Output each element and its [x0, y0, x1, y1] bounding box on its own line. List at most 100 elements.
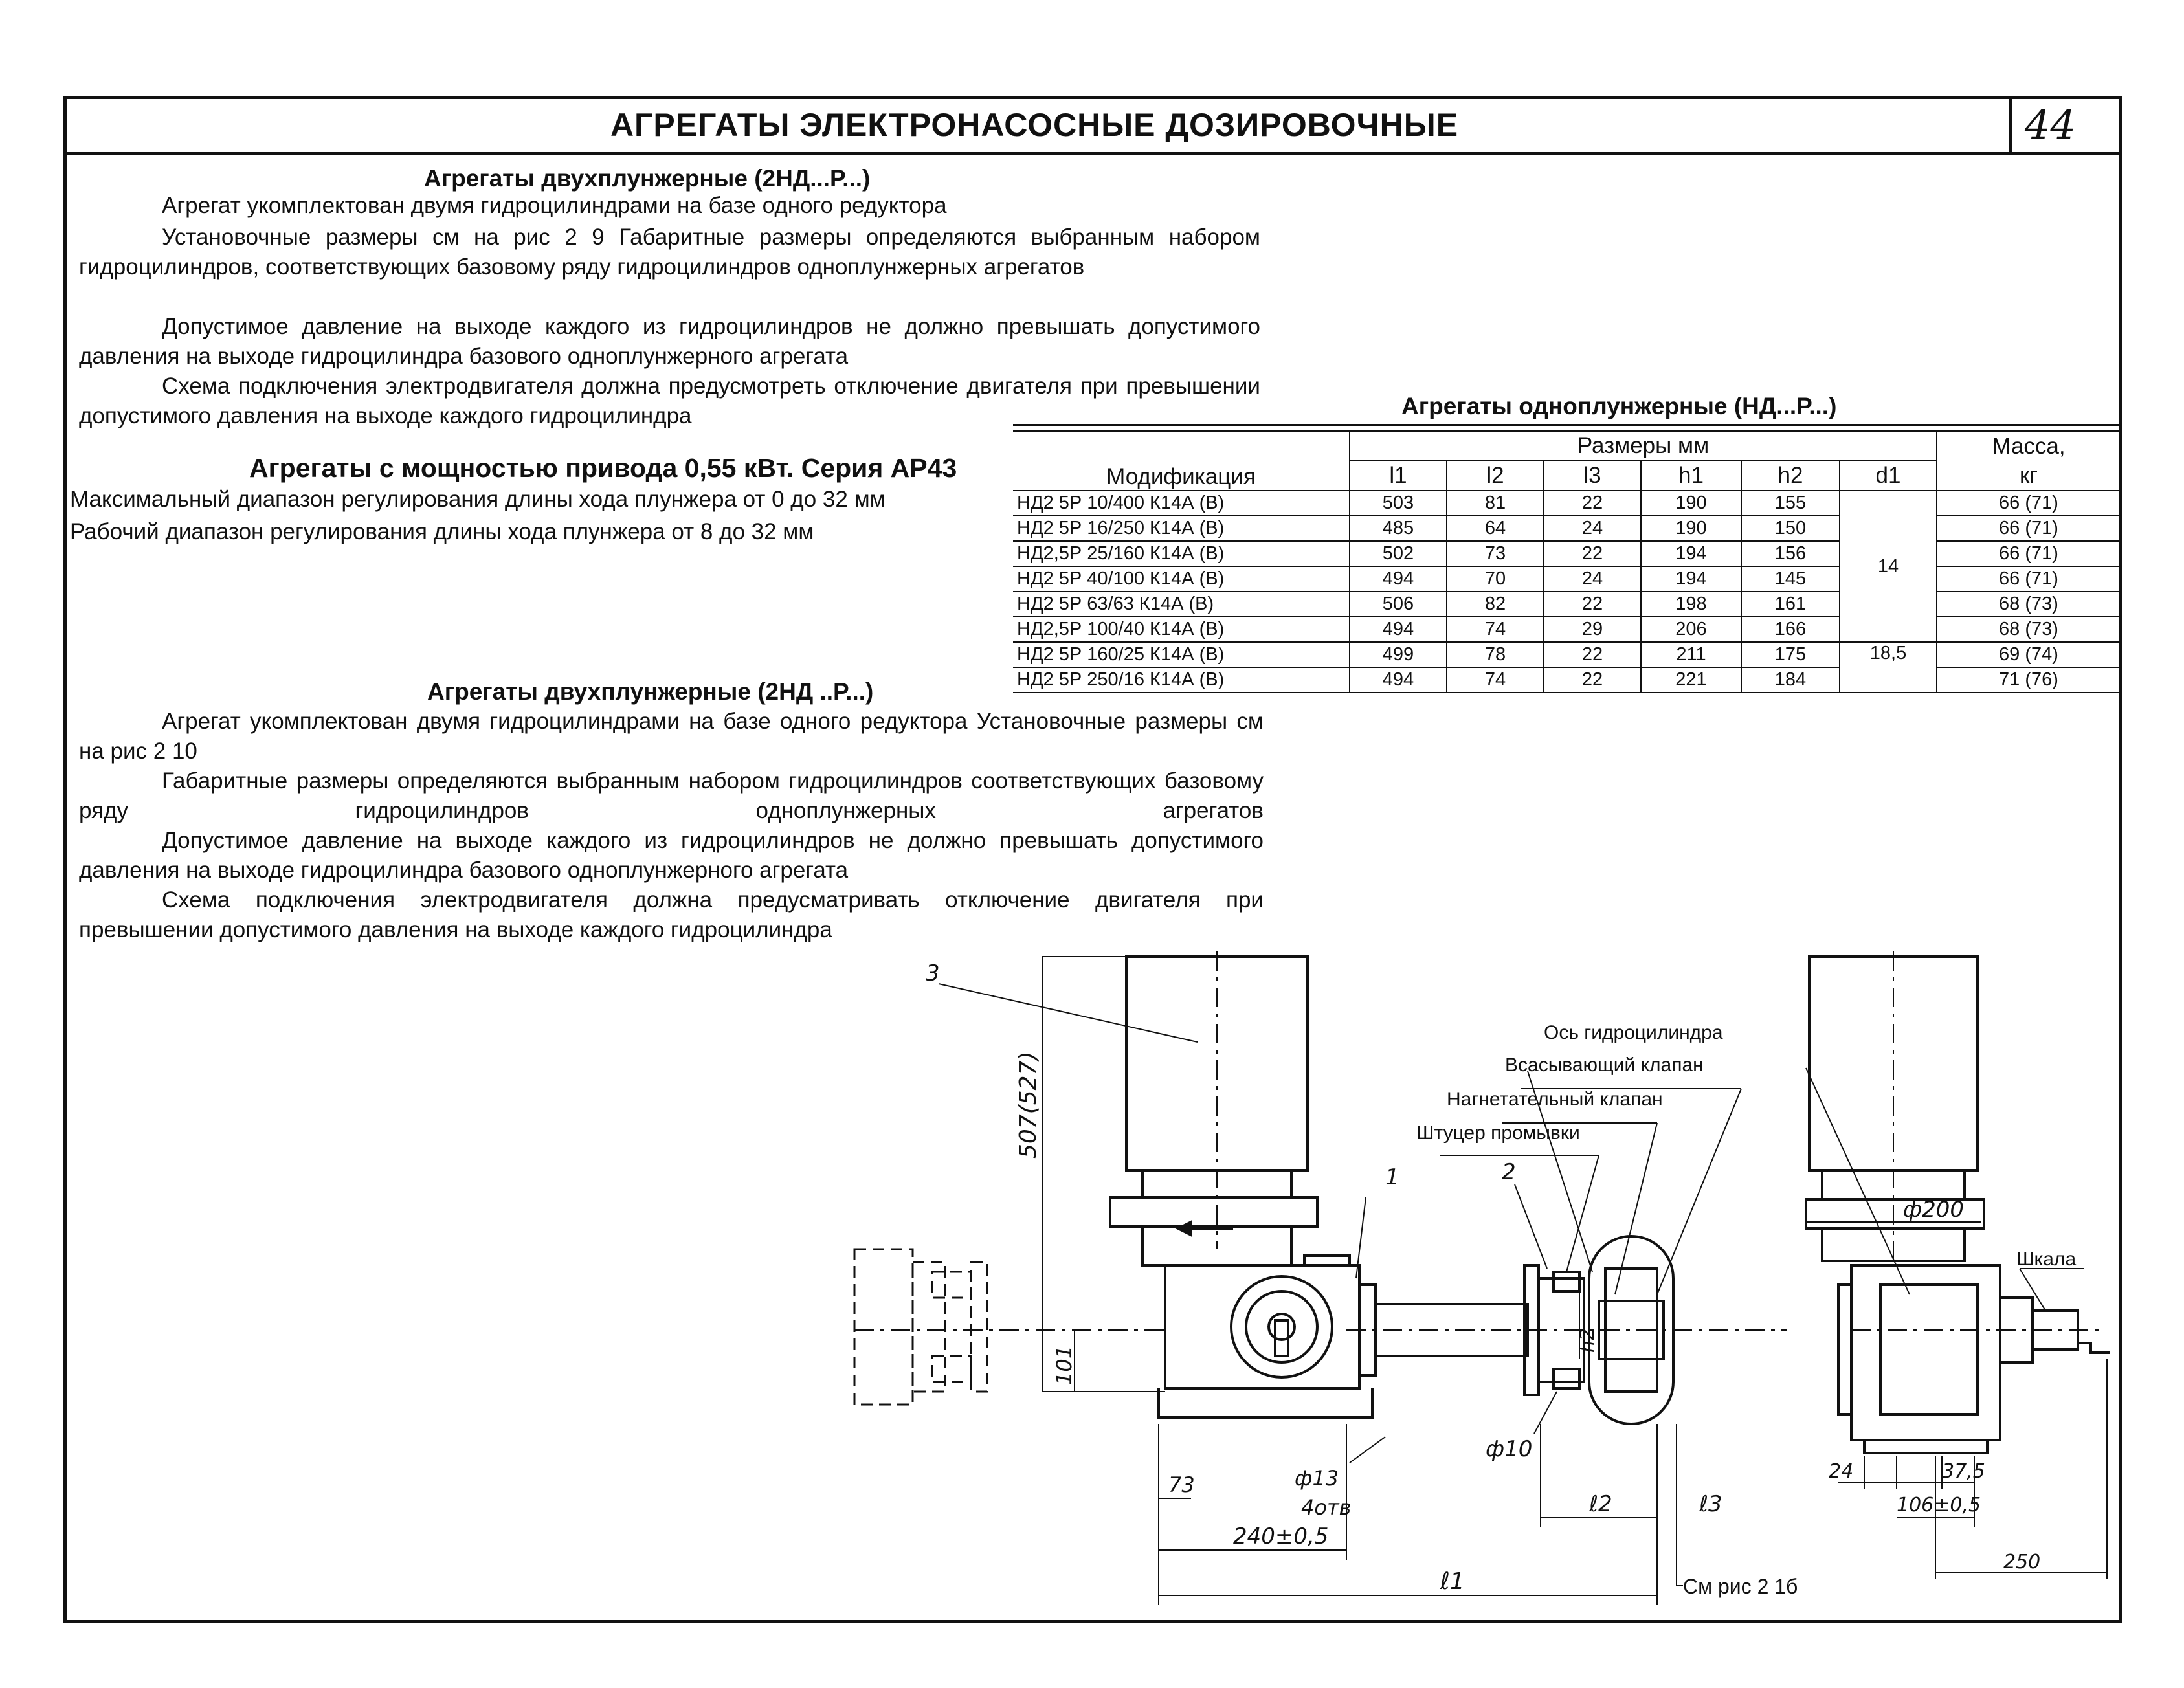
callout-flush: Штуцер промывки — [1416, 1122, 1580, 1144]
dim-h2: h2 — [1576, 1328, 1599, 1353]
dim-37-5: 37,5 — [1942, 1460, 1985, 1483]
cell-mod: НД2,5Р 100/40 К14А (В) — [1013, 616, 1350, 643]
table-top-rule — [1013, 424, 2120, 426]
section3-paragraph-4: Схема подключения электродвигателя должн… — [79, 887, 1264, 942]
table-title: Агрегаты одноплунжерные (НД...Р...) — [1401, 393, 1837, 419]
dim-phi13: ф13 — [1295, 1466, 1339, 1491]
cell-mass: 66 (71) — [1936, 515, 2120, 542]
cell-l1: 503 — [1349, 490, 1447, 516]
callout-suction: Всасывающий клапан — [1505, 1054, 1704, 1076]
cell-mass: 68 (73) — [1936, 616, 2120, 643]
callout-see: См рис 2 1б — [1683, 1575, 1798, 1598]
cell-d1-group-2: 18,5 — [1839, 641, 1937, 693]
dim-73: 73 — [1168, 1472, 1195, 1497]
dim-250: 250 — [2003, 1551, 2040, 1573]
cell-mass: 68 (73) — [1936, 591, 2120, 617]
callout-scale: Шкала — [2016, 1249, 2076, 1270]
cell-d1-group-1: 14 — [1839, 490, 1937, 643]
section1-line-1: Агрегат укомплектован двумя гидроцилиндр… — [162, 193, 947, 218]
table-row: НД2,5Р 100/40 К14А (В) 494 74 29 206 166… — [1013, 616, 2120, 643]
cell-mod: НД2,5Р 25/160 К14А (В) — [1013, 540, 1350, 567]
cell-h1: 190 — [1640, 515, 1742, 542]
cell-mod: НД2 5Р 250/16 К14А (В) — [1013, 667, 1350, 693]
page-frame — [63, 96, 2122, 1623]
col-sizes: Размеры мм — [1349, 430, 1937, 461]
section1-paragraph-4: Схема подключения электродвигателя должн… — [79, 373, 1260, 428]
section1-paragraph-2: Установочные размеры см на рис 2 9 Габар… — [79, 225, 1260, 280]
table-row: НД2 5Р 160/25 К14А (В) 499 78 22 211 175… — [1013, 641, 2120, 693]
cell-l3: 24 — [1543, 515, 1642, 542]
section2-heading: Агрегаты с мощностью привода 0,55 кВт. С… — [249, 453, 957, 483]
table-row: НД2 5Р 250/16 К14А (В) 494 74 22 221 184… — [1013, 667, 2120, 693]
header-divider — [2009, 96, 2012, 155]
cell-mass: 66 (71) — [1936, 490, 2120, 516]
cell-l3: 22 — [1543, 540, 1642, 567]
cell-h2: 155 — [1741, 490, 1840, 516]
callout-discharge: Нагнетательный клапан — [1447, 1089, 1663, 1110]
section3-heading: Агрегаты двухплунжерные (2НД ..Р...) — [427, 678, 874, 705]
cell-mass: 69 (74) — [1936, 641, 2120, 668]
cell-l2: 74 — [1446, 667, 1544, 693]
dimensions-table: Модификация Размеры мм Масса, l1 l2 l3 h… — [1013, 430, 2120, 693]
callout-axis: Ось гидроцилиндра — [1544, 1022, 1723, 1043]
cell-l1: 494 — [1349, 566, 1447, 592]
col-modification: Модификация — [1013, 430, 1350, 491]
table-row: НД2 5Р 10/400 К14А (В) 503 81 22 190 155… — [1013, 490, 2120, 643]
cell-h2: 150 — [1741, 515, 1840, 542]
cell-l1: 502 — [1349, 540, 1447, 567]
table-row: НД2 5Р 40/100 К14А (В) 494 70 24 194 145… — [1013, 566, 2120, 592]
col-l1: l1 — [1349, 460, 1447, 491]
cell-l2: 78 — [1446, 641, 1544, 668]
cell-l2: 82 — [1446, 591, 1544, 617]
cell-l1: 485 — [1349, 515, 1447, 542]
label-3: 3 — [926, 961, 940, 986]
cell-mass: 66 (71) — [1936, 540, 2120, 567]
table-row: НД2,5Р 25/160 К14А (В) 502 73 22 194 156… — [1013, 540, 2120, 567]
cell-h2: 184 — [1741, 667, 1840, 693]
cell-h2: 145 — [1741, 566, 1840, 592]
section1-paragraph-3: Допустимое давление на выходе каждого из… — [79, 314, 1260, 369]
dim-phi200: ф200 — [1903, 1197, 1964, 1223]
motor-flange — [1109, 1196, 1319, 1228]
cell-l2: 74 — [1446, 616, 1544, 643]
col-d1: d1 — [1839, 460, 1937, 491]
cell-h1: 194 — [1640, 566, 1742, 592]
cell-h2: 175 — [1741, 641, 1840, 668]
cell-l1: 494 — [1349, 667, 1447, 693]
cell-l3: 29 — [1543, 616, 1642, 643]
cell-h1: 211 — [1640, 641, 1742, 668]
cell-l1: 499 — [1349, 641, 1447, 668]
cell-l2: 64 — [1446, 515, 1544, 542]
cell-l2: 73 — [1446, 540, 1544, 567]
col-mass: Масса, — [1936, 430, 2120, 461]
cell-l3: 22 — [1543, 641, 1642, 668]
label-2: 2 — [1502, 1159, 1516, 1185]
dim-height: 507(527) — [1015, 1051, 1042, 1159]
cell-h1: 190 — [1640, 490, 1742, 516]
section3-paragraph-1: Агрегат укомплектован двумя гидроцилиндр… — [79, 709, 1264, 764]
dim-phi10: ф10 — [1486, 1436, 1532, 1462]
col-mass-unit: кг — [1936, 461, 2120, 491]
cell-mod: НД2 5Р 40/100 К14А (В) — [1013, 566, 1350, 592]
dim-240: 240±0,5 — [1233, 1524, 1328, 1549]
cell-mod: НД2 5Р 160/25 К14А (В) — [1013, 641, 1350, 668]
dim-106: 106±0,5 — [1897, 1494, 1981, 1516]
cell-l1: 494 — [1349, 616, 1447, 643]
cell-h2: 156 — [1741, 540, 1840, 567]
cell-h2: 161 — [1741, 591, 1840, 617]
cell-l2: 81 — [1446, 490, 1544, 516]
cell-h1: 206 — [1640, 616, 1742, 643]
cell-l3: 24 — [1543, 566, 1642, 592]
section2-line-1: Максимальный диапазон регулирования длин… — [70, 487, 886, 512]
dim-24: 24 — [1829, 1460, 1853, 1483]
cell-l3: 22 — [1543, 490, 1642, 516]
page-title: АГРЕГАТЫ ЭЛЕКТРОНАСОСНЫЕ ДОЗИРОВОЧНЫЕ — [610, 107, 1459, 143]
col-l2: l2 — [1446, 460, 1544, 491]
cell-h1: 221 — [1640, 667, 1742, 693]
cell-l1: 506 — [1349, 591, 1447, 617]
section3-paragraph-3: Допустимое давление на выходе каждого из… — [79, 828, 1264, 883]
dim-l2: ℓ2 — [1588, 1491, 1612, 1517]
page-header: АГРЕГАТЫ ЭЛЕКТРОНАСОСНЫЕ ДОЗИРОВОЧНЫЕ 44 — [63, 96, 2122, 155]
cell-h2: 166 — [1741, 616, 1840, 643]
cell-mod: НД2 5Р 10/400 К14А (В) — [1013, 490, 1350, 516]
